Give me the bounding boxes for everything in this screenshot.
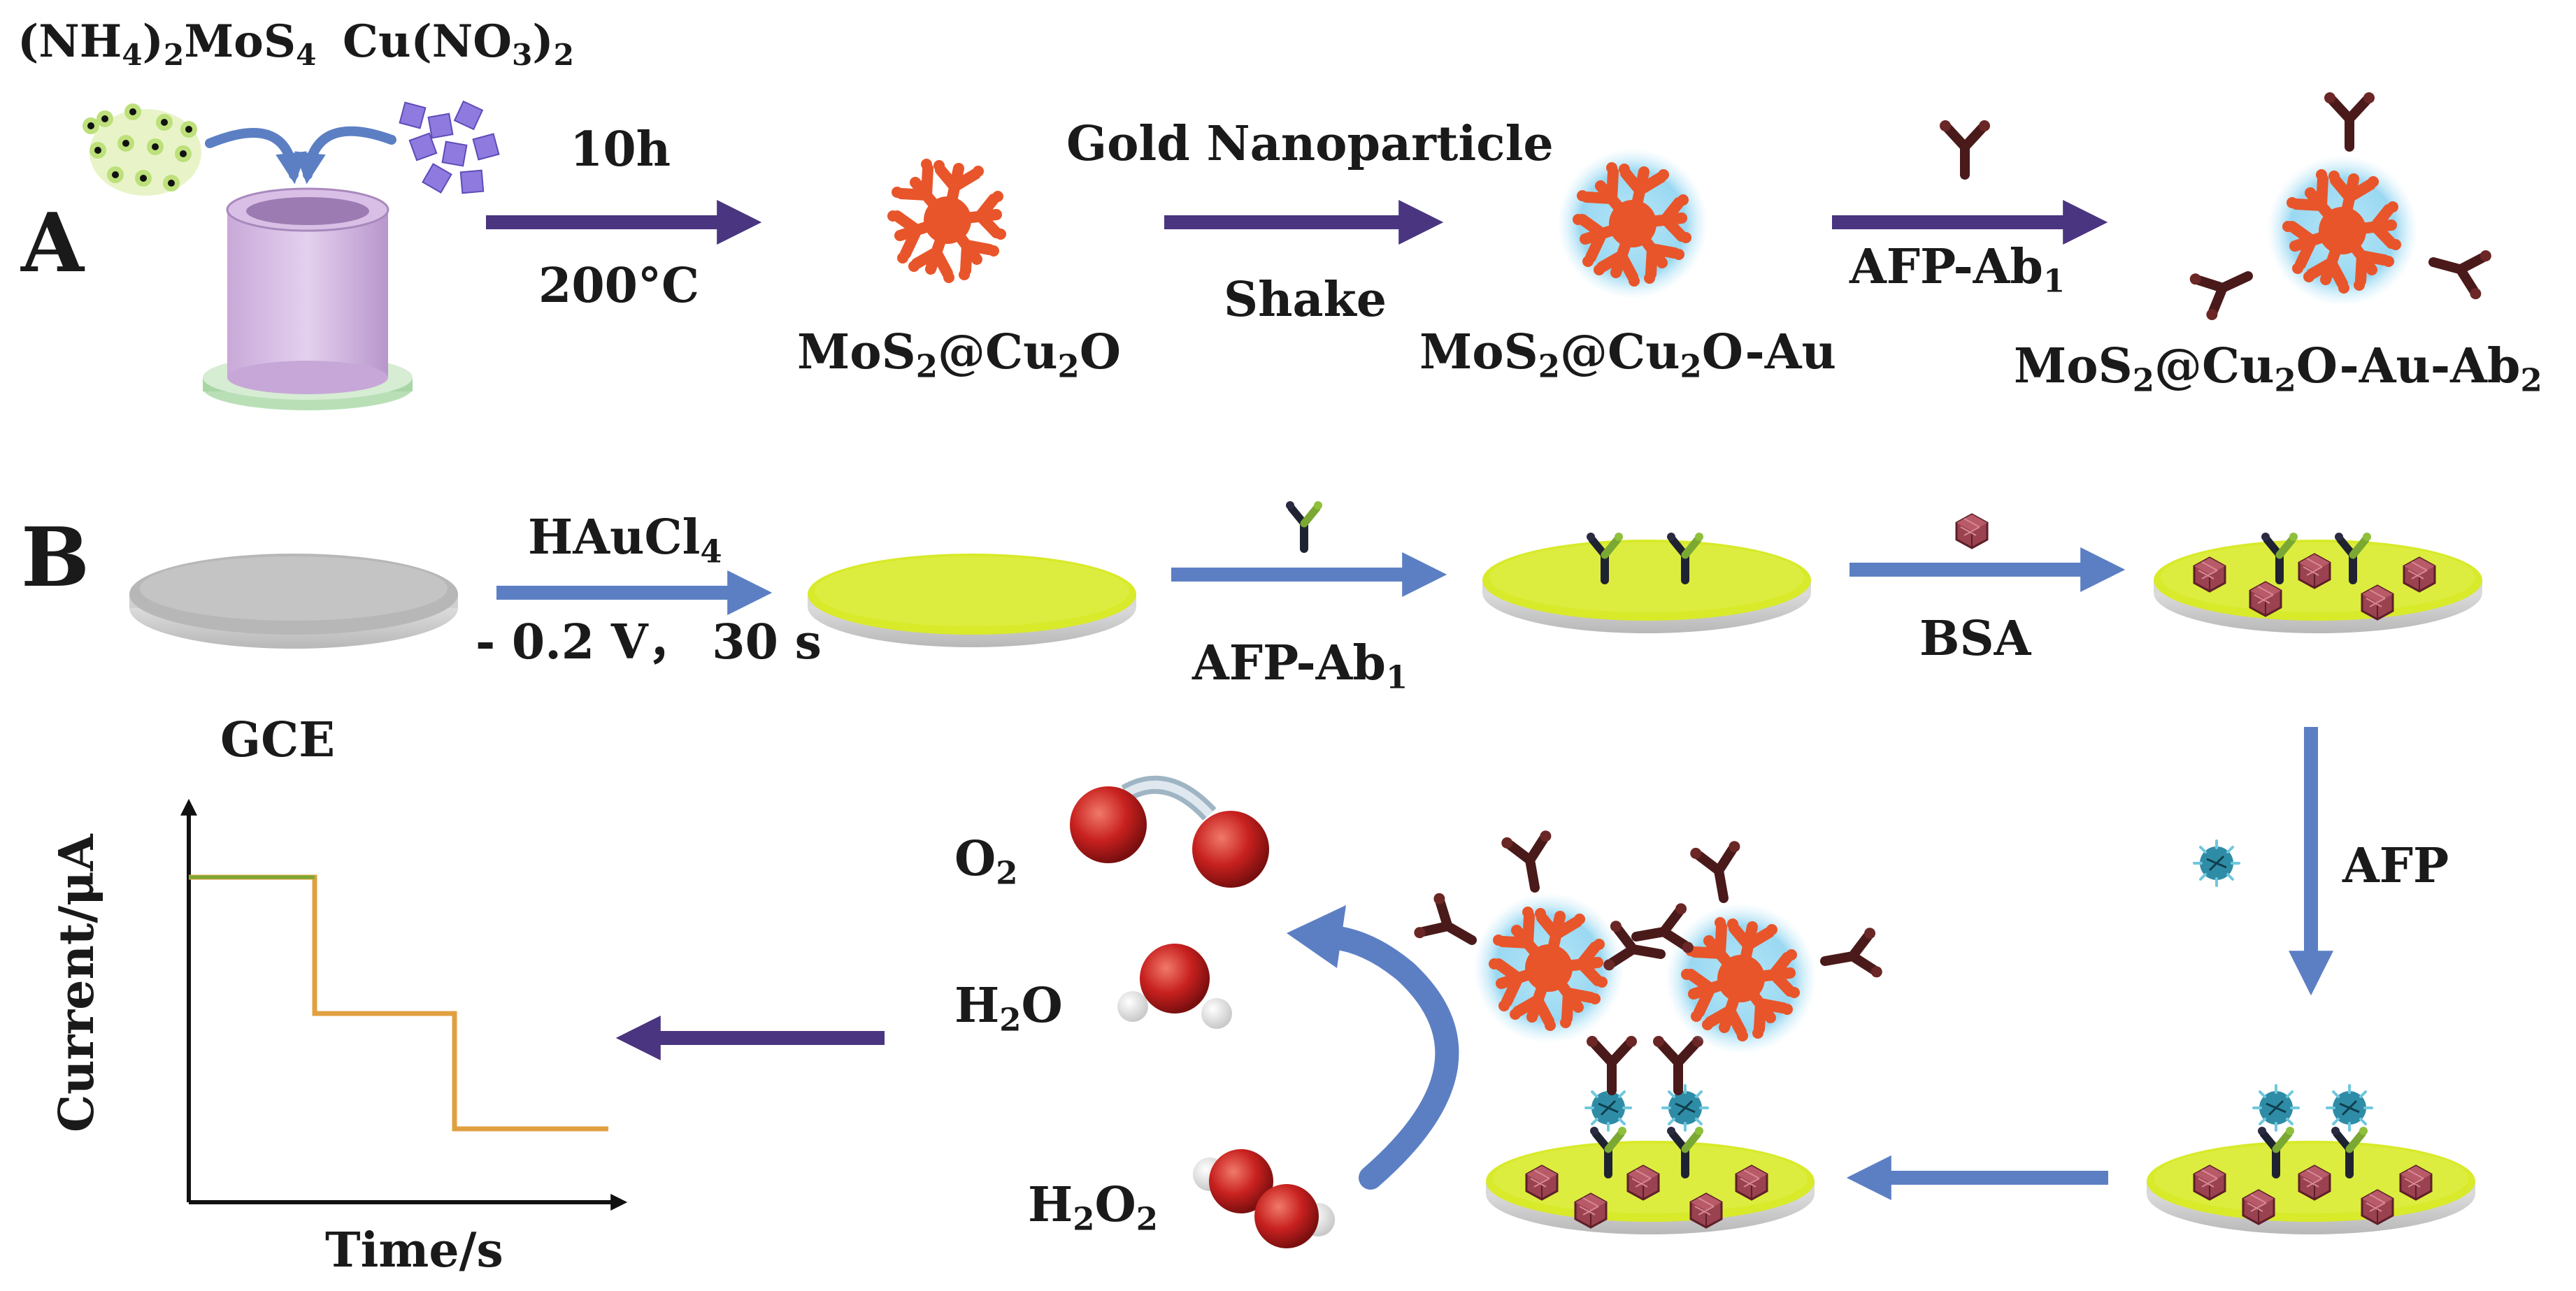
afp-bound-electrode-icon [2147,1084,2475,1234]
ab1-electrode-icon [1482,533,1811,633]
h2o-label: H2O [954,978,1063,1039]
h2o-molecule-icon [1117,944,1232,1029]
afp-antigen-icon [2193,839,2240,887]
autoclave-icon [203,187,413,410]
mos2-cu2o-au-ab2-icon [2188,92,2493,322]
step-a1-temp: 200°C [538,258,700,314]
gce-label: GCE [220,712,336,768]
mixing-arrows [205,126,396,185]
cu-precursor-icon [399,100,500,194]
au-deposited-electrode-icon [808,554,1136,647]
mos2-cu2o-au-icon [1557,148,1708,299]
product-1-label: MoS2@Cu2O [797,324,1121,385]
bsa-blocked-electrode-icon [2154,533,2482,633]
product-3-label: MoS2@Cu2O-Au-Ab2 [2014,338,2542,399]
bsa-cube-icon [1955,513,1989,549]
h2o2-molecule-icon [1193,1149,1335,1248]
plot-x-label: Time/s [325,1223,503,1278]
sandwich-immunosensor-icon [1412,830,1883,1234]
o2-molecule-icon [1070,775,1269,888]
panel-b-label: B [21,510,90,605]
step-a3-antibody: AFP-Ab1 [1849,239,2066,300]
mos4-precursor-icon [83,103,201,196]
amperometric-plot [180,798,628,1211]
step-a2-reagent: Gold Nanoparticle [1066,116,1554,172]
catalysis-arrowhead [1287,905,1346,968]
o2-label: O2 [954,831,1018,892]
plot-current-trace [189,874,608,1132]
reagent-1-label: (NH4)2MoS4 [17,15,317,72]
mos2-cu2o-flower-icon [887,159,1006,283]
reagent-2-label: Cu(NO3)2 [343,15,575,72]
panel-a-label: A [21,196,85,291]
product-2-label: MoS2@Cu2O-Au [1419,324,1836,385]
gce-electrode-icon [129,554,458,649]
step-b1-reagent: HAuCl4 [528,510,722,570]
catalysis-arrow [1310,925,1459,1190]
step-a1-time: 10h [570,122,671,178]
step-b2-antibody: AFP-Ab1 [1192,635,1408,696]
step-a2-condition: Shake [1224,272,1387,328]
step-b3-bsa: BSA [1919,611,2031,667]
antibody-icon [1940,120,1990,175]
step-b4-afp: AFP [2342,838,2449,894]
h2o2-label: H2O2 [1028,1177,1158,1238]
step-b1-condition: - 0.2 V， 30 s [475,614,822,670]
capture-antibody-icon [1286,501,1322,549]
